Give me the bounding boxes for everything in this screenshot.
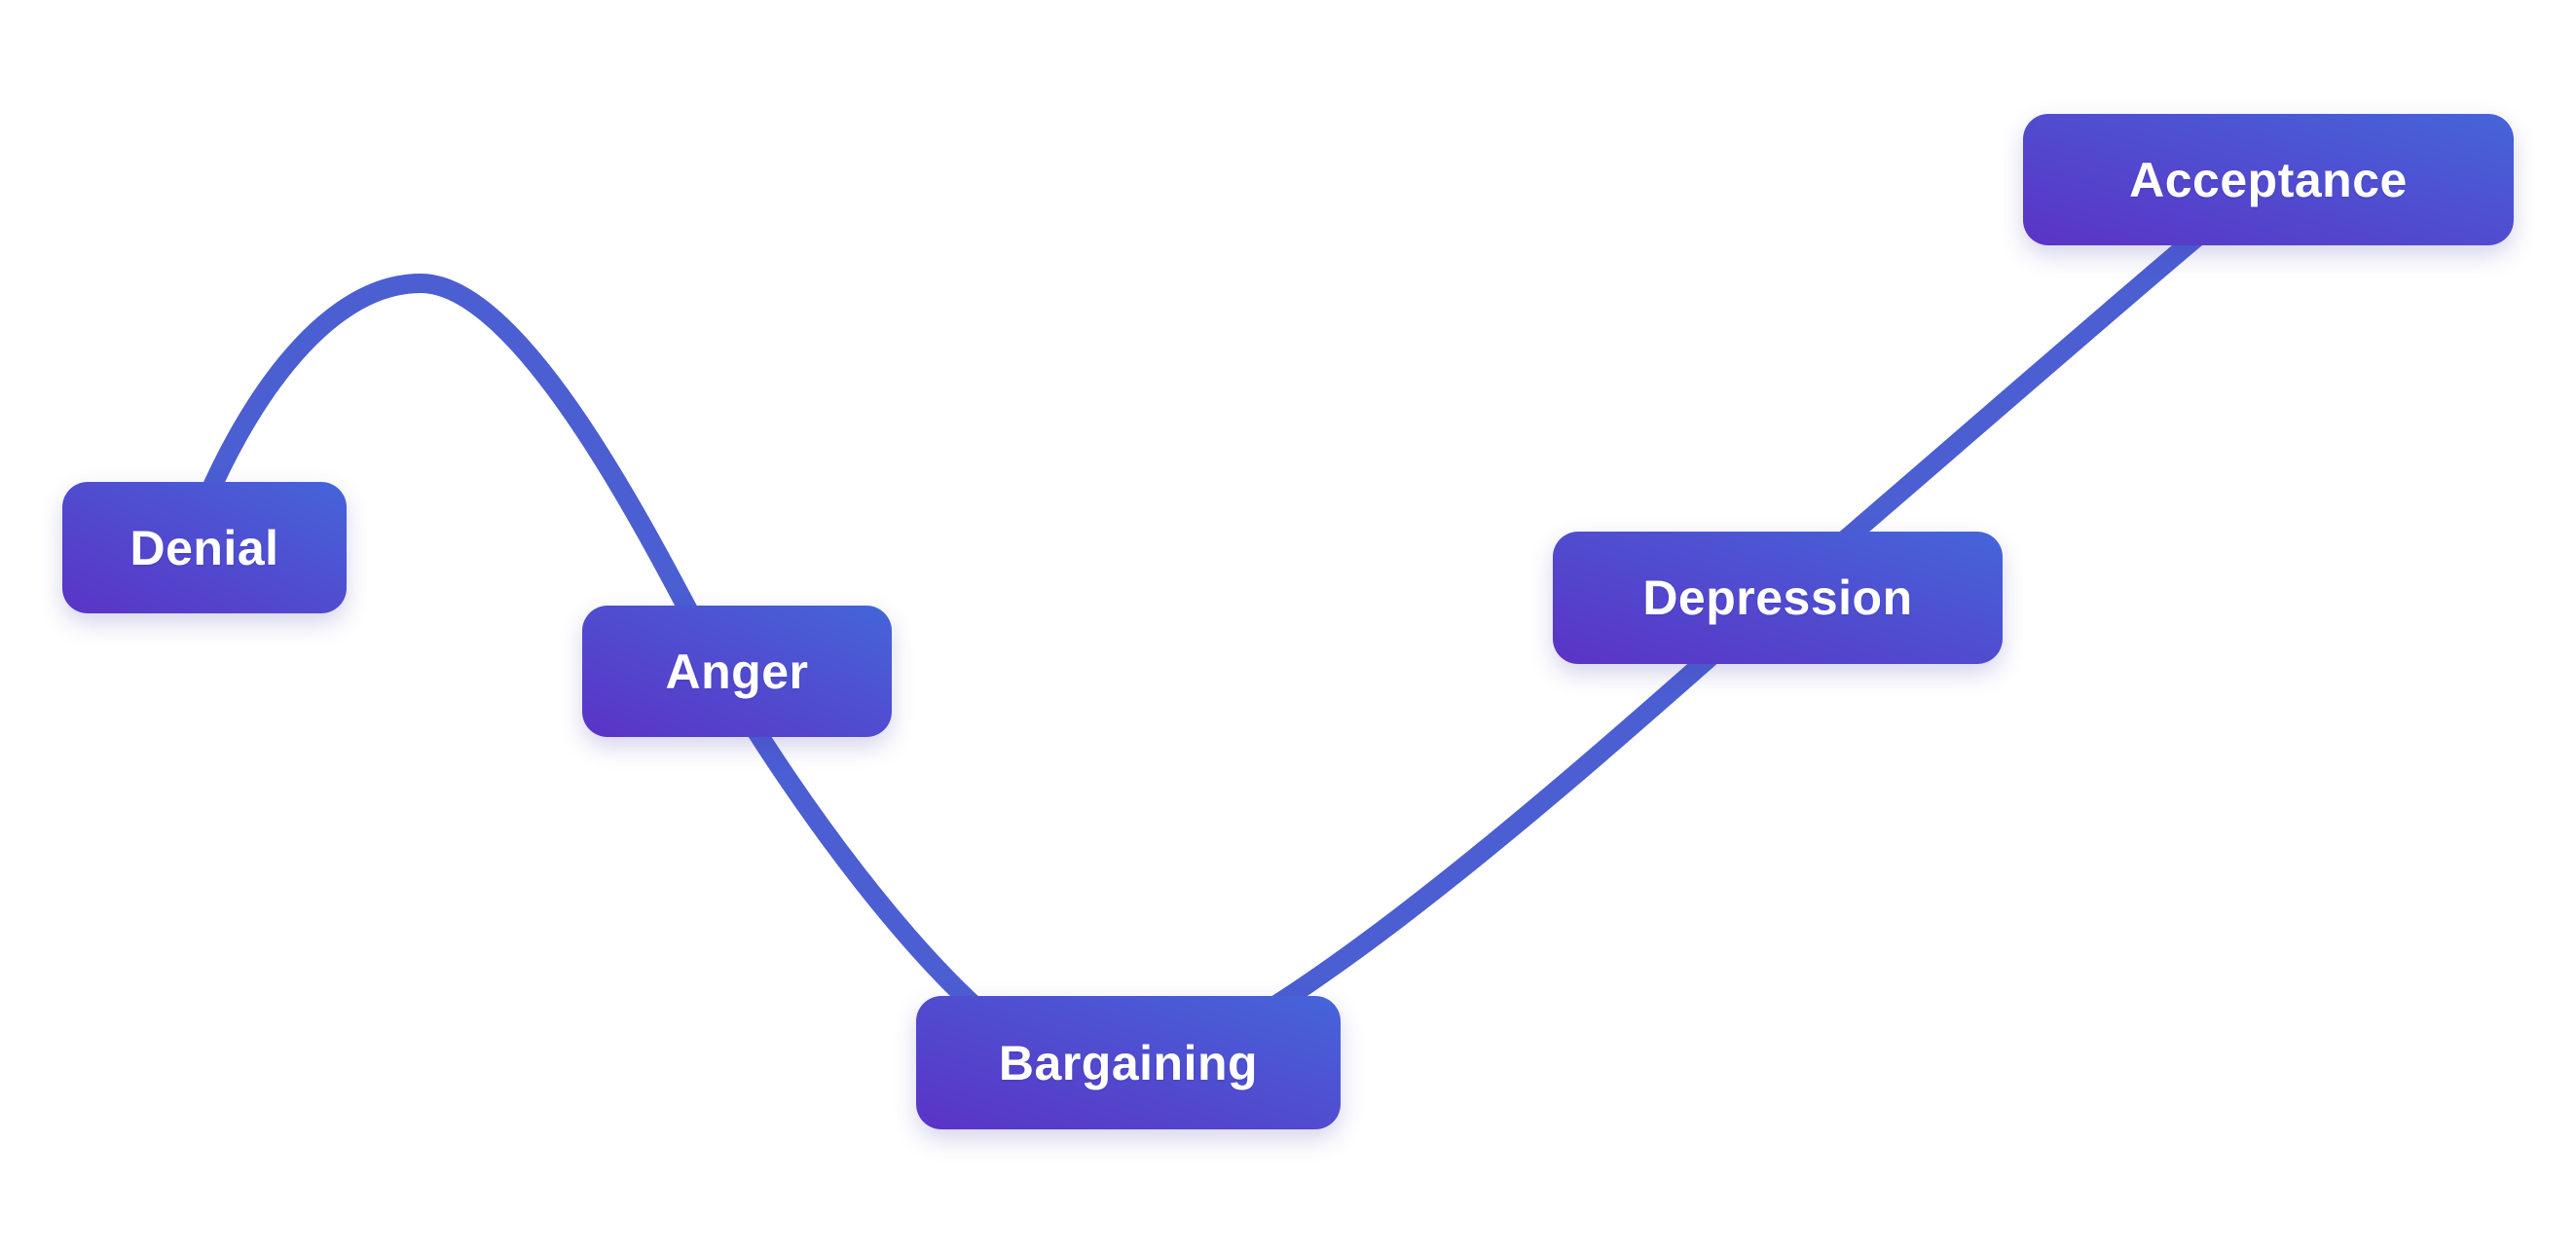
stage-box-anger: Anger (582, 606, 892, 737)
stage-label-bargaining: Bargaining (998, 1035, 1259, 1090)
stage-box-depression: Depression (1553, 532, 2003, 664)
stage-box-acceptance: Acceptance (2023, 114, 2514, 245)
stage-label-anger: Anger (665, 644, 809, 699)
stage-box-bargaining: Bargaining (916, 996, 1341, 1129)
stage-label-acceptance: Acceptance (2129, 152, 2408, 207)
stage-box-denial: Denial (62, 482, 347, 613)
stage-label-depression: Depression (1642, 571, 1913, 625)
stage-label-denial: Denial (129, 520, 279, 575)
